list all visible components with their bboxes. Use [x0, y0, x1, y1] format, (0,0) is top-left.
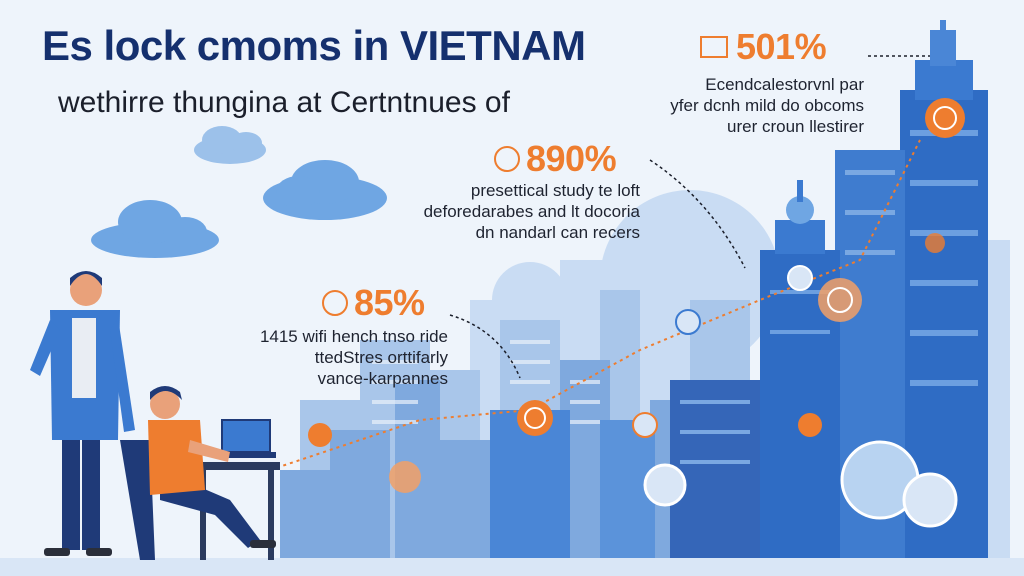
globe-icon — [675, 309, 701, 335]
desk-with-laptop — [195, 419, 280, 560]
page-title: Es lock cmoms in VIETNAM — [42, 22, 586, 69]
coin-icon — [798, 413, 822, 437]
globe-icon — [787, 265, 813, 291]
stat-line: urer croun llestirer — [727, 117, 864, 136]
arrow-connector — [449, 314, 521, 379]
stat-line: vance-karpannes — [317, 369, 448, 388]
tower-four — [670, 380, 760, 560]
coin-icon — [389, 461, 421, 493]
money-icon — [322, 290, 348, 316]
building-windows — [372, 340, 600, 424]
stat-line: deforedarabes and lt docoria — [423, 202, 640, 221]
stat-description: 1415 wifi hench tnso ride ttedStres ortt… — [260, 326, 448, 389]
tower-three — [760, 180, 840, 560]
stat-block: 501% — [700, 26, 870, 68]
calculator-icon — [700, 36, 728, 58]
stat-description: Ecendcalestorvnl par yfer dcnh mild do o… — [670, 74, 864, 137]
globe-icon — [643, 463, 687, 507]
stat-value: 890% — [526, 138, 617, 179]
coin-icon — [925, 233, 945, 253]
standing-person-illustration — [30, 271, 135, 556]
stat-line: Ecendcalestorvnl par — [705, 75, 864, 94]
ground-line — [0, 558, 1024, 576]
stat-line: ttedStres orttifarly — [314, 348, 448, 367]
stat-line: dn nandarl can recers — [475, 223, 640, 242]
stat-value: 501% — [736, 26, 827, 67]
money-icon — [494, 146, 520, 172]
stat-block: 85% — [322, 282, 425, 324]
stat-line: yfer dcnh mild do obcoms — [670, 96, 864, 115]
cloud — [263, 160, 387, 220]
cloud — [91, 200, 219, 258]
globe-icon — [840, 440, 958, 528]
coin-icon — [308, 423, 332, 447]
tower-five — [490, 410, 655, 560]
stat-line: presettical study te loft — [470, 181, 640, 200]
stat-line: 1415 wifi hench tnso ride — [259, 327, 448, 346]
growth-trend-line — [269, 139, 921, 471]
globe-icon — [632, 412, 658, 438]
coin-icon — [925, 98, 965, 138]
page-subtitle: wethirre thungina at Certntnues of — [58, 86, 510, 119]
coin-icon — [517, 400, 553, 436]
stat-value: 85% — [354, 282, 425, 323]
arrow-connector — [649, 159, 746, 269]
stat-block: 890% — [494, 138, 617, 180]
cloud — [194, 126, 266, 164]
coin-icon — [818, 278, 862, 322]
stat-description: presettical study te loft deforedarabes … — [424, 180, 640, 243]
sitting-person-illustration — [120, 386, 276, 560]
